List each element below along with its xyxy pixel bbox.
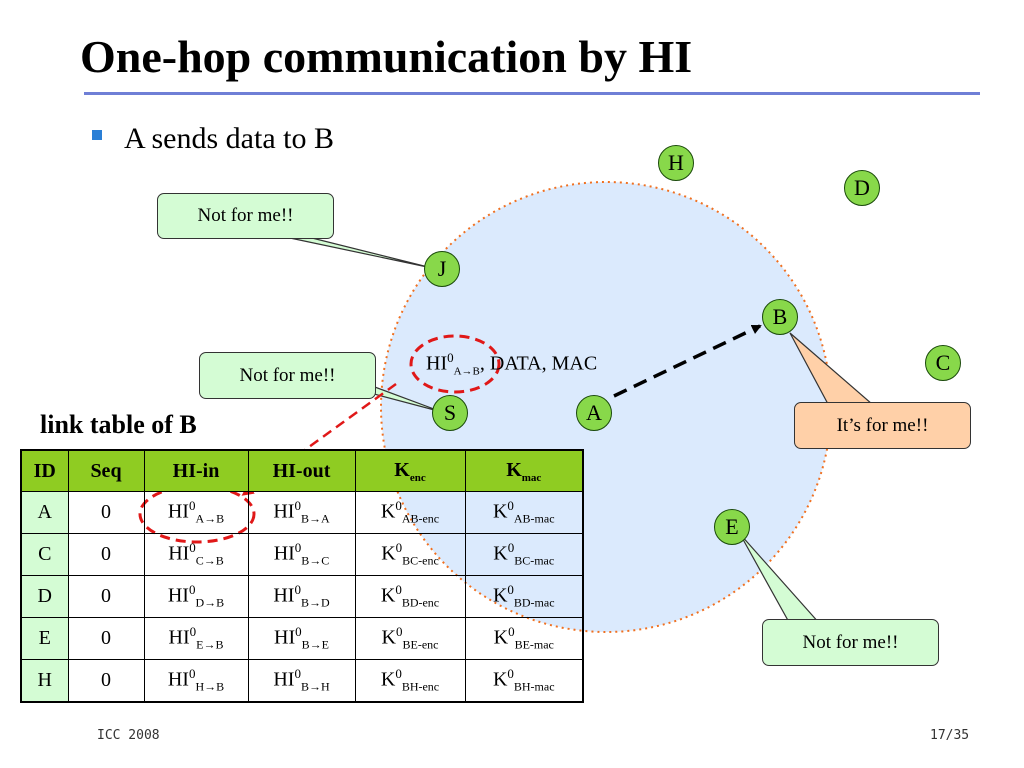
node-j: J bbox=[424, 251, 460, 287]
table-row: C 0 HI0C→B HI0B→C K0BC-enc K0BC-mac bbox=[20, 533, 584, 576]
cell-id: E bbox=[20, 617, 69, 660]
header-k-enc: Kenc bbox=[354, 449, 466, 492]
callout-s: Not for me!! bbox=[199, 352, 376, 399]
cell-hi-out: HI0B→D bbox=[247, 575, 356, 618]
cell-hi-in: HI0C→B bbox=[143, 533, 249, 576]
page-title: One-hop communication by HI bbox=[80, 31, 693, 82]
cell-seq: 0 bbox=[67, 575, 145, 618]
cell-seq: 0 bbox=[67, 659, 145, 703]
header-hi-out: HI-out bbox=[247, 449, 356, 492]
cell-hi-out: HI0B→E bbox=[247, 617, 356, 660]
node-b: B bbox=[762, 299, 798, 335]
cell-k-mac: K0BE-mac bbox=[464, 617, 584, 660]
header-seq: Seq bbox=[67, 449, 145, 492]
header-id: ID bbox=[20, 449, 69, 492]
table-row: H 0 HI0H→B HI0B→H K0BH-enc K0BH-mac bbox=[20, 659, 584, 703]
callout-b: It’s for me!! bbox=[794, 402, 971, 449]
node-a: A bbox=[576, 395, 612, 431]
callout-j: Not for me!! bbox=[157, 193, 334, 239]
cell-hi-out: HI0B→H bbox=[247, 659, 356, 703]
cell-hi-out: HI0B→C bbox=[247, 533, 356, 576]
cell-seq: 0 bbox=[67, 617, 145, 660]
cell-id: D bbox=[20, 575, 69, 618]
node-h: H bbox=[658, 145, 694, 181]
callout-pointer-j bbox=[289, 237, 433, 269]
cell-k-enc: K0AB-enc bbox=[354, 491, 466, 534]
message-hi-sup: 0 bbox=[447, 350, 454, 365]
bullet-text: A sends data to B bbox=[124, 122, 334, 155]
page-number: 17/35 bbox=[930, 728, 970, 743]
cell-k-enc: K0BH-enc bbox=[354, 659, 466, 703]
cell-k-mac: K0AB-mac bbox=[464, 491, 584, 534]
title-divider bbox=[84, 92, 980, 95]
message-label: HI0A→B, DATA, MAC bbox=[426, 350, 597, 378]
link-table: ID Seq HI-in HI-out Kenc Kmac A 0 HI0A→B… bbox=[20, 449, 584, 703]
cell-k-mac: K0BC-mac bbox=[464, 533, 584, 576]
cell-hi-in: HI0H→B bbox=[143, 659, 249, 703]
highlight-ellipse-message bbox=[409, 334, 501, 394]
message-rest: , DATA, MAC bbox=[479, 352, 598, 375]
table-row: A 0 HI0A→B HI0B→A K0AB-enc K0AB-mac bbox=[20, 491, 584, 534]
cell-id: H bbox=[20, 659, 69, 703]
cell-seq: 0 bbox=[67, 491, 145, 534]
cell-k-enc: K0BC-enc bbox=[354, 533, 466, 576]
message-hi: HI bbox=[426, 352, 448, 375]
footer-conference: ICC 2008 bbox=[97, 728, 160, 743]
table-row: E 0 HI0E→B HI0B→E K0BE-enc K0BE-mac bbox=[20, 617, 584, 660]
callout-e: Not for me!! bbox=[762, 619, 939, 666]
cell-hi-in: HI0E→B bbox=[143, 617, 249, 660]
message-hi-sub: A→B bbox=[453, 365, 480, 378]
cell-id: C bbox=[20, 533, 69, 576]
link-table-title: link table of B bbox=[40, 410, 197, 439]
cell-k-mac: K0BD-mac bbox=[464, 575, 584, 618]
node-e: E bbox=[714, 509, 750, 545]
header-hi-in: HI-in bbox=[143, 449, 249, 492]
node-d: D bbox=[844, 170, 880, 206]
cell-hi-in: HI0D→B bbox=[143, 575, 249, 618]
cell-k-enc: K0BE-enc bbox=[354, 617, 466, 660]
header-k-mac: Kmac bbox=[464, 449, 584, 492]
square-bullet-icon bbox=[92, 130, 102, 141]
cell-hi-in: HI0A→B bbox=[143, 491, 249, 534]
cell-seq: 0 bbox=[67, 533, 145, 576]
bullet-item: A sends data to B bbox=[92, 122, 334, 156]
cell-k-mac: K0BH-mac bbox=[464, 659, 584, 703]
table-row: D 0 HI0D→B HI0B→D K0BD-enc K0BD-mac bbox=[20, 575, 584, 618]
table-header-row: ID Seq HI-in HI-out Kenc Kmac bbox=[20, 449, 584, 492]
node-c: C bbox=[925, 345, 961, 381]
data-arrow bbox=[613, 324, 762, 398]
cell-k-enc: K0BD-enc bbox=[354, 575, 466, 618]
cell-id: A bbox=[20, 491, 69, 534]
node-s: S bbox=[432, 395, 468, 431]
cell-hi-out: HI0B→A bbox=[247, 491, 356, 534]
